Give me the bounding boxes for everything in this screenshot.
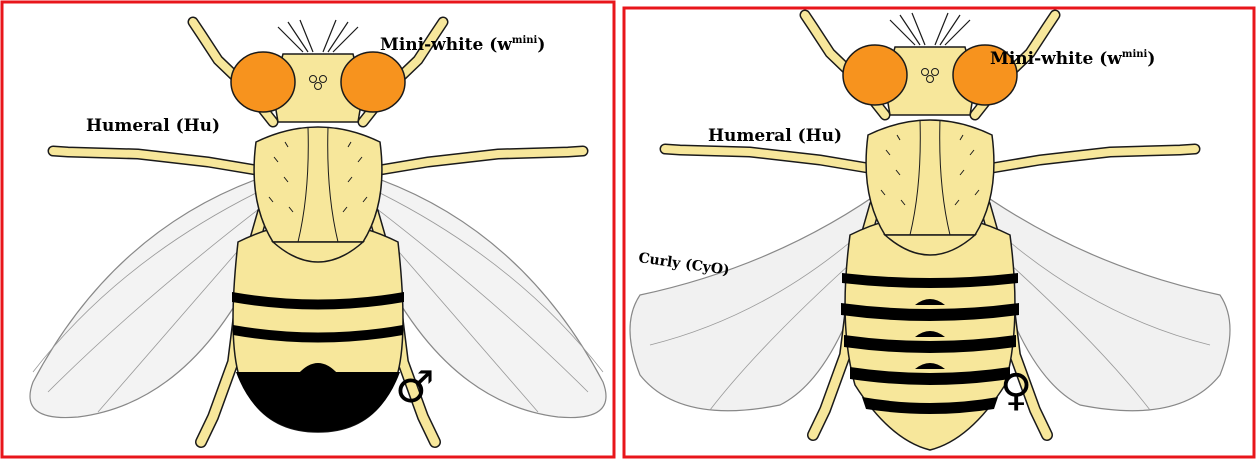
humeral-label: Humeral (Hu) (708, 126, 842, 146)
male-symbol-icon: ♂ (395, 362, 434, 413)
fly-male-illustration (30, 20, 606, 442)
panel-male: Humeral (Hu) Mini-white (wmini) ♂ (2, 2, 614, 457)
female-symbol-icon: ♀ (1000, 365, 1032, 416)
curly-label: Curly (CyO) (637, 250, 730, 279)
panel-female: Humeral (Hu) Mini-white (wmini) Curly (C… (624, 8, 1254, 457)
mini-white-label: Mini-white (wmini) (990, 49, 1155, 69)
humeral-label: Humeral (Hu) (86, 116, 220, 136)
abdomen-tip-black (236, 372, 400, 432)
mini-white-label: Mini-white (wmini) (380, 35, 545, 55)
fly-female-illustration (630, 13, 1230, 450)
